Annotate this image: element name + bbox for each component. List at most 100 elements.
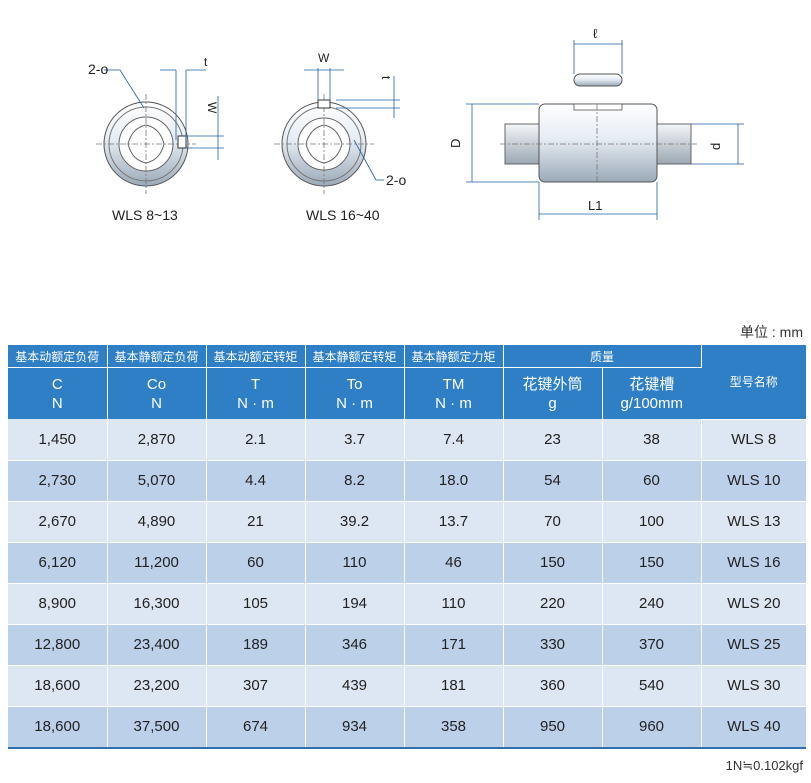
table-cell: 110 [404,583,504,625]
table-cell: 37,500 [107,706,207,749]
table-cell: 8.2 [305,460,405,502]
table-cell: 194 [305,583,405,625]
left-end-view [96,69,224,194]
table-cell: 370 [602,624,702,666]
table-cell: 240 [602,583,702,625]
table-cell: 4,890 [107,501,207,543]
table-cell: 12,800 [8,624,108,666]
table-cell: 60 [206,542,306,584]
table-cell: 7.4 [404,419,504,461]
table-cell: 1,450 [8,419,108,461]
side-view [466,40,744,220]
left-caption: WLS 8~13 [112,207,178,223]
table-cell: 2,730 [8,460,108,502]
header-static-load: 基本静额定负荷 [107,345,207,368]
table-cell: 16,300 [107,583,207,625]
table-cell: 23 [503,419,603,461]
table-cell: 11,200 [107,542,207,584]
table-cell: 18,600 [8,706,108,749]
left-w-label: W [205,102,219,114]
table-cell: 110 [305,542,405,584]
table-cell: 23,200 [107,665,207,707]
header-model: 型号名称 [701,345,807,420]
table-cell: 3.7 [305,419,405,461]
table-cell: 54 [503,460,603,502]
table-cell: 8,900 [8,583,108,625]
table-cell: WLS 20 [701,583,807,625]
table-cell: 2,870 [107,419,207,461]
table-cell: 171 [404,624,504,666]
table-cell: WLS 40 [701,706,807,749]
table-cell: 70 [503,501,603,543]
middle-end-view [274,68,400,194]
table-cell: WLS 25 [701,624,807,666]
table-cell: 358 [404,706,504,749]
table-cell: 38 [602,419,702,461]
left-t-label: t [204,55,208,69]
table-cell: 23,400 [107,624,207,666]
table-cell: 46 [404,542,504,584]
middle-2o-label: 2-o [386,172,406,188]
table-cell: WLS 8 [701,419,807,461]
table-cell: 2.1 [206,419,306,461]
left-2o-label: 2-o [88,61,108,77]
technical-drawing: 2-o t W WLS 8~13 W t 2-o WLS 16~40 [88,26,744,223]
table-cell: 4.4 [206,460,306,502]
table-cell: 150 [503,542,603,584]
table-cell: 105 [206,583,306,625]
table-cell: 13.7 [404,501,504,543]
table-cell: 540 [602,665,702,707]
spec-table: 基本动额定负荷 基本静额定负荷 基本动额定转矩 基本静额定转矩 基本静额定力矩 … [8,345,807,749]
table-cell: 950 [503,706,603,749]
side-D-label: D [448,139,463,148]
table-cell: 18,600 [8,665,108,707]
table-cell: WLS 10 [701,460,807,502]
table-cell: 2,670 [8,501,108,543]
table-cell: 360 [503,665,603,707]
header-mass: 质量 [503,345,702,368]
footnote: 1N≒0.102kgf [725,758,803,773]
table-cell: WLS 16 [701,542,807,584]
table-cell: 307 [206,665,306,707]
table-cell: 220 [503,583,603,625]
table-cell: WLS 30 [701,665,807,707]
unit-note: 单位 : mm [740,324,803,340]
header-dynamic-torque: 基本动额定转矩 [206,345,306,368]
side-d-label: d [708,143,723,150]
side-L1-label: L1 [588,198,602,213]
middle-caption: WLS 16~40 [306,207,380,223]
table-cell: 189 [206,624,306,666]
table-cell: 39.2 [305,501,405,543]
table-cell: 60 [602,460,702,502]
table-cell: 150 [602,542,702,584]
table-cell: 181 [404,665,504,707]
table-cell: 18.0 [404,460,504,502]
table-cell: 934 [305,706,405,749]
table-cell: 439 [305,665,405,707]
middle-t-label: t [379,76,393,80]
middle-w-label: W [318,51,330,65]
table-cell: 6,120 [8,542,108,584]
table-cell: WLS 13 [701,501,807,543]
table-cell: 330 [503,624,603,666]
side-l-label: ℓ [593,26,598,41]
header-static-moment: 基本静额定力矩 [404,345,504,368]
table-cell: 346 [305,624,405,666]
header-dynamic-load: 基本动额定负荷 [8,345,108,368]
table-cell: 960 [602,706,702,749]
